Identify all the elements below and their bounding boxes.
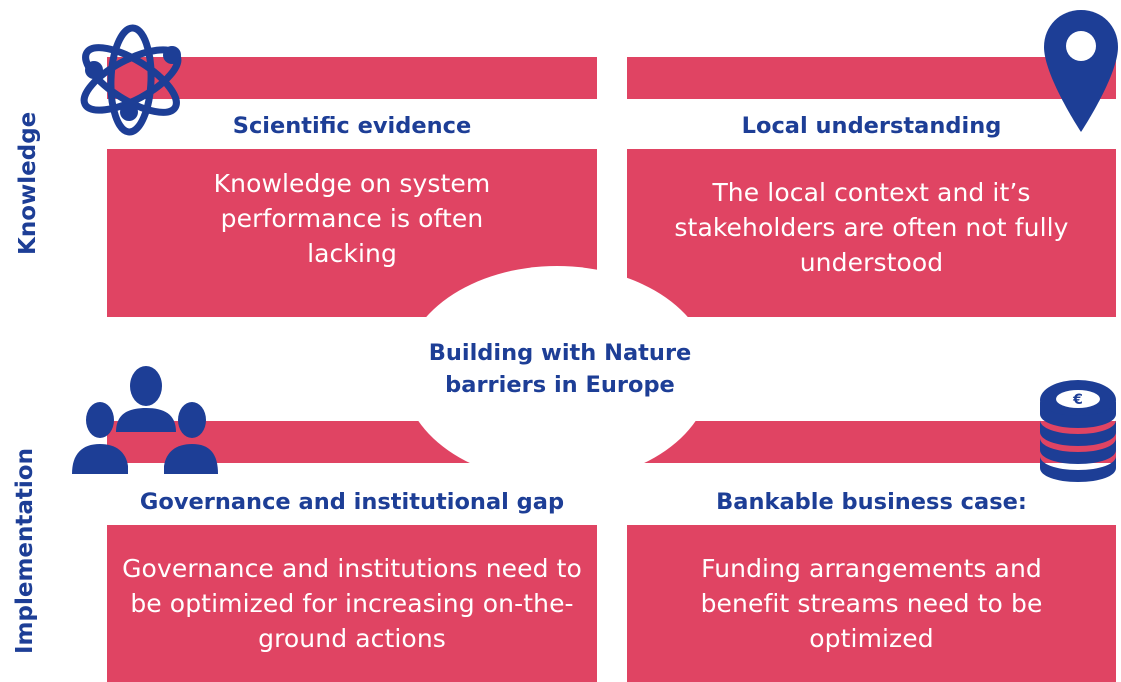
svg-text:€: € <box>1072 392 1083 408</box>
business-case-band <box>627 421 1116 463</box>
center-ellipse <box>403 266 711 482</box>
governance-heading: Governance and institutional gap <box>139 489 565 515</box>
people-group-icon <box>72 366 218 474</box>
governance-box: Governance and institutions need to be o… <box>107 525 597 682</box>
governance-text: Governance and institutions need to be o… <box>122 554 582 653</box>
knowledge-side-label: Knowledge <box>15 111 41 255</box>
business-case-box: Funding arrangements and benefit streams… <box>627 525 1116 682</box>
local-understanding-band <box>627 57 1116 99</box>
business-case-heading: Bankable business case: <box>716 489 1027 515</box>
euro-coins-icon: € <box>1040 380 1116 482</box>
location-pin-icon <box>1044 10 1118 132</box>
implementation-side-label: Implementation <box>12 448 38 654</box>
local-understanding-heading: Local understanding <box>741 113 1002 139</box>
scientific-evidence-heading: Scientific evidence <box>232 113 472 139</box>
scientific-evidence-text: Knowledge on system performance is often… <box>213 168 491 268</box>
scientific-evidence-band <box>107 57 597 99</box>
local-understanding-box: The local context and it’s stakeholders … <box>627 149 1116 317</box>
business-case-text: Funding arrangements and benefit streams… <box>700 554 1043 653</box>
local-understanding-text: The local context and it’s stakeholders … <box>674 177 1069 277</box>
center-title: Building with Nature barriers in Europe <box>428 340 692 398</box>
atom-icon <box>80 24 182 136</box>
